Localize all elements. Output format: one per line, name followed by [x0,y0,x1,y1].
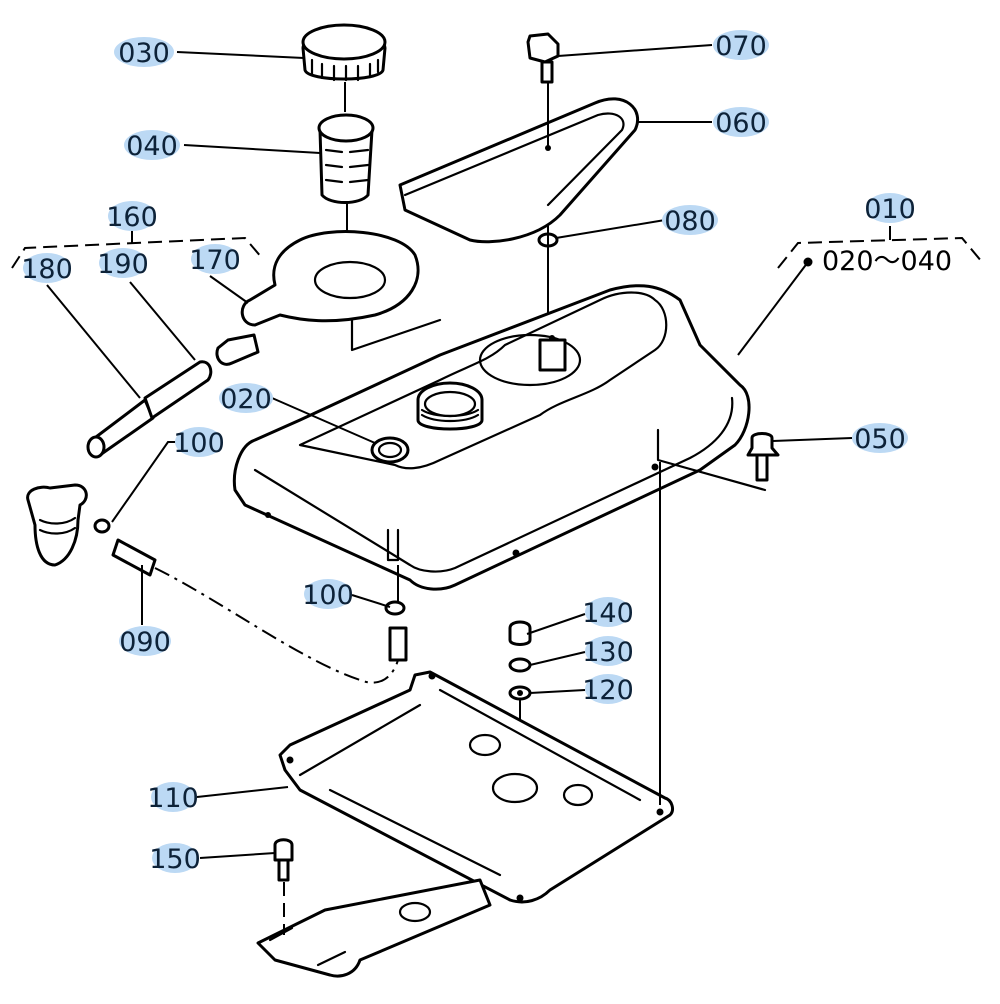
range-020-040: 020～040 [822,246,952,277]
callout-030[interactable]: 030 [114,37,174,69]
svg-text:050: 050 [854,424,906,455]
part-knob-bolt [526,32,560,151]
callout-080[interactable]: 080 [662,205,718,237]
callout-020[interactable]: 020 [219,383,273,415]
svg-text:190: 190 [97,249,149,280]
svg-text:120: 120 [582,675,634,706]
callout-180[interactable]: 180 [21,253,73,285]
callout-090[interactable]: 090 [119,626,171,658]
svg-text:020: 020 [220,384,272,415]
part-fuel-cup [215,230,442,366]
callout-100-upper[interactable]: 100 [173,427,225,459]
leader-lines [46,44,853,859]
svg-text:170: 170 [189,245,241,276]
group-bracket-010 [777,226,983,269]
part-fuel-filter [26,483,111,567]
callout-040[interactable]: 040 [124,130,180,162]
svg-text:130: 130 [582,637,634,668]
svg-text:110: 110 [147,783,199,814]
svg-text:150: 150 [149,844,201,875]
callout-010[interactable]: 010 [864,193,916,225]
callout-060[interactable]: 060 [713,107,769,139]
svg-text:060: 060 [715,108,767,139]
svg-text:010: 010 [864,194,916,225]
part-fuel-pipe [111,538,408,684]
svg-text:080: 080 [664,206,716,237]
callout-110[interactable]: 110 [147,782,199,814]
svg-text:040: 040 [126,131,178,162]
callout-160[interactable]: 160 [106,201,158,233]
svg-text:100: 100 [302,580,354,611]
svg-text:070: 070 [715,31,767,62]
part-strainer [317,113,375,300]
part-fuel-cap [301,23,387,112]
part-tank-cover [398,97,640,244]
part-bolt [273,838,294,935]
part-fuel-tank [232,284,767,591]
callout-130[interactable]: 130 [582,636,634,668]
part-tank-bracket [256,462,674,978]
callout-120[interactable]: 120 [582,674,634,706]
svg-text:090: 090 [119,627,171,658]
svg-text:030: 030 [118,38,170,69]
group-bracket-160 [11,229,263,269]
part-flange-bolt [746,432,780,482]
svg-text:180: 180 [21,254,73,285]
callout-150[interactable]: 150 [149,843,201,875]
part-hoses [86,360,213,459]
callout-070[interactable]: 070 [713,30,769,62]
callout-140[interactable]: 140 [582,597,634,629]
svg-text:160: 160 [106,202,158,233]
svg-text:100: 100 [173,428,225,459]
part-hose-clamp-lower [384,565,406,616]
callout-190[interactable]: 190 [97,248,149,280]
callout-050[interactable]: 050 [852,423,908,455]
callout-170[interactable]: 170 [189,244,241,276]
svg-text:140: 140 [582,598,634,629]
callout-100-lower[interactable]: 100 [302,579,354,611]
